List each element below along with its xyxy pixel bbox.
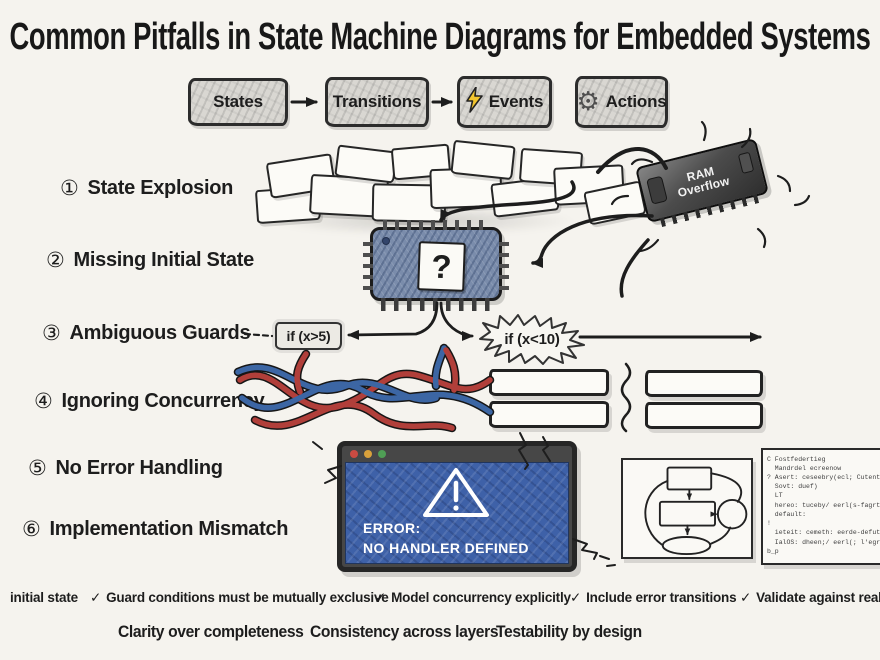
page-title: Common Pitfalls in State Machine Diagram… [9, 16, 871, 58]
mcu-chip: ? [363, 220, 509, 311]
code-line: b_p [767, 548, 779, 555]
check-icon: ✓ [740, 590, 752, 606]
code-line: ? Asert: ceseebry(ecl; Cutent [767, 474, 880, 481]
circled-number-icon: ① [60, 176, 79, 200]
state-diagram-panel [621, 458, 753, 559]
error-message-line2: NO HANDLER DEFINED [363, 540, 529, 556]
pitfall-label: State Explosion [87, 176, 234, 199]
code-line: C Fostfedertieg [767, 456, 826, 463]
maximize-icon [378, 450, 386, 458]
code-line: Sovt: duef) [767, 483, 818, 490]
legend-box-events: Events [457, 76, 552, 128]
principle-testability: Testability by design [496, 622, 642, 641]
code-line: Mandrdel ecreenow [767, 465, 842, 472]
pitfall-state-explosion: ① State Explosion [60, 176, 233, 200]
mini-state-diagram [644, 466, 748, 556]
chip-pins [383, 220, 489, 230]
error-message-line1: ERROR: [363, 520, 421, 536]
concurrency-lane [645, 370, 763, 397]
checklist-item: ✓Validate against real h [740, 590, 880, 606]
guard-condition-2-burst: if (x<10) [477, 313, 587, 365]
tangled-wires-outline [233, 343, 495, 433]
code-line: ! [767, 520, 771, 527]
pin-one-marker [382, 237, 390, 245]
warning-triangle-icon [423, 468, 489, 517]
ram-chip-notch [646, 175, 668, 205]
circled-number-icon: ⑥ [22, 517, 41, 541]
pitfall-ambiguous-guards: ③ Ambiguous Guards [42, 321, 251, 345]
checklist-item: initial state [10, 590, 78, 605]
starburst-shape [479, 314, 585, 365]
code-line: ieteit: cemeth: eerde-defuted] [767, 529, 880, 536]
close-icon [350, 450, 358, 458]
minimize-icon [364, 450, 372, 458]
missing-initial-state-symbol: ? [417, 241, 466, 292]
guard-condition-1: if (x>5) [275, 322, 342, 350]
concurrency-lane [489, 401, 609, 428]
pitfall-label: Ignoring Concurrency [61, 389, 265, 412]
chip-pins [499, 238, 509, 290]
lane-break-squiggle [620, 362, 632, 433]
gear-icon: ⚙ [576, 87, 600, 117]
legend-box-transitions: Transitions [325, 77, 429, 127]
circled-number-icon: ⑤ [28, 456, 47, 480]
circled-number-icon: ② [46, 248, 65, 272]
check-icon: ✓ [570, 590, 582, 606]
code-line: default: [767, 511, 807, 518]
checklist-item: ✓Include error transitions [570, 590, 737, 606]
pitfall-no-error-handling: ⑤ No Error Handling [28, 456, 223, 480]
chip-pins [381, 298, 491, 311]
ram-overflow-chip: RAM Overflow [634, 137, 770, 224]
legend-events-label: Events [488, 92, 544, 111]
state-box [450, 139, 516, 181]
concurrency-lane [645, 402, 763, 429]
pitfall-label: Missing Initial State [73, 248, 255, 271]
error-dialog-window: ERROR: NO HANDLER DEFINED [337, 441, 577, 572]
pitfall-label: Implementation Mismatch [49, 517, 289, 540]
concurrency-lane [489, 369, 609, 396]
tangled-wires [235, 345, 493, 431]
chip-pins [363, 238, 373, 290]
pitfall-implementation-mismatch: ⑥ Implementation Mismatch [22, 517, 289, 541]
window-titlebar [342, 446, 572, 462]
legend-box-states: States [188, 78, 288, 126]
pitfall-missing-initial-state: ② Missing Initial State [46, 248, 254, 272]
code-line: hereo: tuceby/ eerl(s-fagrteo)✗ [767, 502, 880, 509]
error-dialog-body: ERROR: NO HANDLER DEFINED [345, 462, 569, 564]
principle-clarity: Clarity over completeness [118, 622, 304, 641]
guard-condition-2: if (x<10) [504, 330, 560, 348]
circled-number-icon: ③ [42, 321, 61, 345]
principle-consistency: Consistency across layers [310, 622, 499, 641]
checklist-item: ✓Model concurrency explicitly [375, 590, 571, 606]
pitfall-label: No Error Handling [55, 456, 223, 479]
code-line: IalOS: dheen;/ eerl(; l'egrleo)✗ [774, 539, 880, 546]
check-icon: ✓ [90, 590, 102, 606]
check-icon: ✓ [375, 590, 387, 606]
lightning-icon [465, 85, 483, 118]
ram-chip-notch [737, 151, 755, 174]
legend-states-label: States [213, 92, 263, 111]
pitfall-label: Ambiguous Guards [69, 321, 251, 344]
code-line: LT [767, 492, 783, 499]
circled-number-icon: ④ [34, 389, 53, 413]
ram-wire [619, 238, 650, 298]
legend-transitions-label: Transitions [332, 92, 422, 111]
checklist-item: ✓Guard conditions must be mutually exclu… [90, 590, 389, 606]
code-snippet-panel: C Fostfedertieg Mandrdel ecreenow ? Aser… [761, 448, 880, 565]
legend-actions-label: Actions [605, 92, 667, 111]
pitfall-ignoring-concurrency: ④ Ignoring Concurrency [34, 389, 265, 413]
legend-box-actions: ⚙ Actions [575, 76, 668, 128]
